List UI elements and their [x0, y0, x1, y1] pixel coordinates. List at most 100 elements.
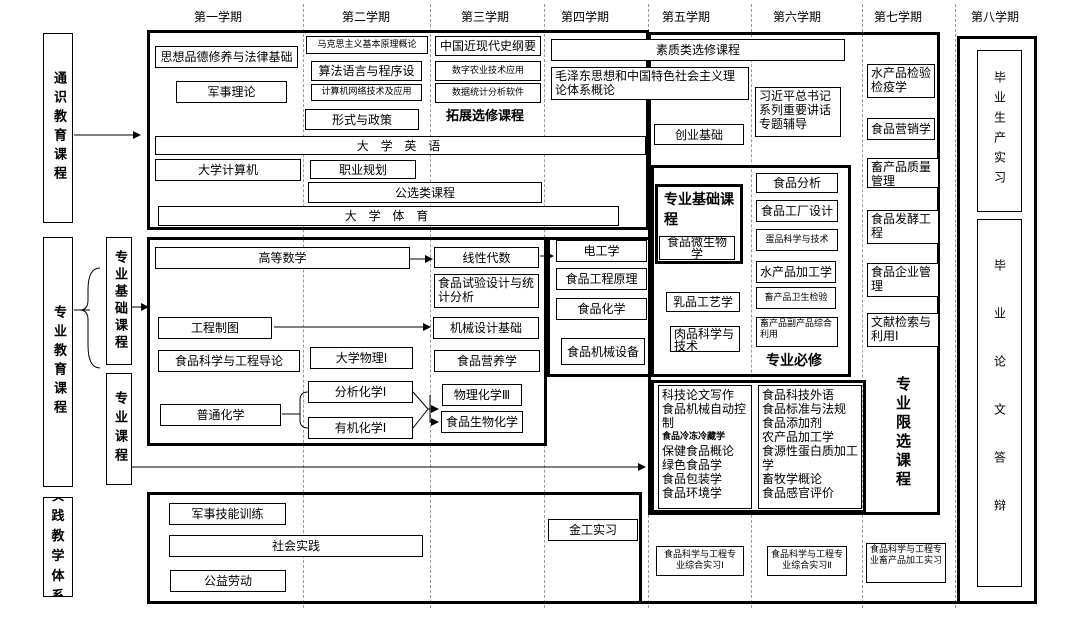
elective-item: 畜牧学概论 [762, 472, 823, 486]
course-jianyi: 水产品检验检疫学 [867, 64, 935, 98]
semester-6: 第六学期 [772, 10, 821, 24]
course-zhitu: 工程制图 [158, 317, 272, 339]
practice-junxun: 军事技能训练 [169, 503, 286, 525]
required-title: 专业必修 [766, 353, 822, 369]
basic-course-label: 专业基础课程 [106, 237, 132, 365]
course-gongxuan: 公选类课程 [308, 182, 542, 203]
course-xingshi: 形式与政策 [305, 109, 419, 130]
general-education-label: 通识教育课程 [43, 33, 73, 223]
practice-zonghe-3: 食品科学与工程专业畜产品加工实习 [866, 543, 946, 583]
basic-group-frame [147, 237, 547, 446]
course-weishengjianyan: 畜产品卫生检验 [756, 287, 836, 309]
divider [862, 4, 863, 608]
course-sixiang: 思想品德修养与法律基础 [155, 46, 298, 68]
course-zhiye: 职业规划 [310, 160, 416, 179]
major-course-label: 专业课程 [106, 373, 132, 485]
grad-thesis: 毕业论文答辩 [977, 219, 1022, 587]
elective-item: 食品机械自动控制 [662, 402, 747, 430]
divider [303, 4, 304, 608]
elective-item: 保健食品概论 [662, 444, 735, 458]
course-yingxiao: 食品营销学 [867, 118, 935, 140]
course-daolun: 食品科学与工程导论 [158, 350, 300, 372]
course-huaxue: 食品化学 [556, 298, 647, 320]
course-yingyu: 大 学 英 语 [155, 136, 646, 155]
course-xijinping: 习近平总书记系列重要讲话专题辅导 [755, 87, 841, 137]
practice-system-label: 实践教学体系 [43, 497, 73, 597]
elective-item: 食源性蛋白质加工学 [762, 444, 859, 472]
semester-5: 第五学期 [661, 10, 710, 24]
course-wuli: 大学物理Ⅰ [310, 347, 413, 369]
elective-title: 专业限选课程 [894, 376, 912, 490]
general-group-frame [147, 30, 649, 230]
course-wulihuaxue: 物理化学Ⅲ [442, 384, 522, 406]
course-gongchang: 食品工厂设计 [756, 200, 838, 222]
course-fenxi-sp: 食品分析 [756, 173, 838, 193]
course-rupin: 乳品工艺学 [666, 292, 740, 312]
course-junshi: 军事理论 [176, 81, 287, 103]
course-maozedong: 毛泽东思想和中国特色社会主义理论体系概论 [551, 67, 749, 100]
semester-3: 第三学期 [460, 10, 509, 24]
grad-internship: 毕业生产实习 [977, 50, 1022, 212]
expansion-elective-title: 拓展选修课程 [446, 109, 525, 124]
elective-item: 绿色食品学 [662, 458, 723, 472]
elective-item: 食品感官评价 [762, 486, 835, 500]
course-tiyu: 大 学 体 育 [158, 206, 619, 226]
course-fenxi: 分析化学Ⅰ [308, 381, 413, 403]
practice-zonghe-2: 食品科学与工程专业综合实习Ⅱ [767, 546, 847, 576]
divider [751, 4, 752, 608]
bottom-rule [147, 601, 1037, 604]
course-shuju: 数据统计分析软件 [435, 83, 541, 103]
elective-list-1: 科技论文写作 食品机械自动控制 食品冷冻冷藏学 保健食品概论 绿色食品学 食品包… [658, 385, 752, 509]
course-gaoshu: 高等数学 [155, 247, 410, 269]
course-weisheng: 食品微生物学 [659, 236, 735, 260]
course-gongcheng-yl: 食品工程原理 [556, 268, 647, 290]
elective-item: 食品环境学 [662, 486, 723, 500]
professional-education-label: 专业教育课程 [43, 237, 73, 487]
divider [430, 4, 431, 608]
course-jixieshebei: 食品机械设备 [561, 338, 645, 365]
course-dian: 电工学 [556, 240, 647, 262]
course-zhiliang: 畜产品质量管理 [867, 158, 939, 188]
course-makesi: 马克思主义基本原理概论 [306, 36, 428, 54]
course-jisuanji-wl: 计算机网络技术及应用 [311, 84, 422, 101]
course-suzhi: 素质类选修课程 [551, 39, 845, 61]
elective-item: 食品标准与法规 [762, 402, 847, 416]
elective-inner-frame [651, 380, 866, 513]
practice-jingong: 金工实习 [548, 519, 638, 541]
course-roupin: 肉品科学与技术 [670, 326, 740, 352]
elective-item: 食品科技外语 [762, 388, 835, 402]
elective-item: 食品包装学 [662, 472, 723, 486]
course-jixie: 机械设计基础 [433, 317, 539, 339]
course-shuzi: 数字农业技术应用 [435, 61, 541, 81]
course-wenxian: 文献检索与利用Ⅰ [867, 313, 939, 347]
elective-item: 食品冷冻冷藏学 [662, 432, 726, 442]
course-shengwu: 食品生物化学 [441, 411, 523, 433]
course-yingyang: 食品营养学 [434, 350, 540, 372]
course-danbai: 蛋品科学与技术 [756, 229, 838, 251]
course-putong: 普通化学 [160, 404, 281, 426]
practice-shehui: 社会实践 [169, 535, 423, 557]
divider [955, 4, 956, 608]
elective-item: 食品添加剂 [762, 416, 823, 430]
elective-item: 农产品加工学 [762, 430, 835, 444]
semester-8: 第八学期 [970, 10, 1019, 24]
semester-4: 第四学期 [560, 10, 609, 24]
course-fuchanpin: 畜产品副产品综合利用 [756, 317, 838, 347]
course-youji: 有机化学Ⅰ [308, 417, 413, 439]
course-suanfa: 算法语言与程序设 [311, 61, 422, 81]
course-qiye: 食品企业管理 [867, 263, 939, 297]
semester-7: 第七学期 [873, 10, 922, 24]
course-chuangye: 创业基础 [654, 124, 744, 145]
required-group-frame [651, 165, 851, 377]
course-fajiao: 食品发酵工程 [867, 210, 939, 244]
course-zhongguo: 中国近现代史纲要 [435, 36, 541, 56]
elective-item: 科技论文写作 [662, 388, 735, 402]
semester-2: 第二学期 [341, 10, 390, 24]
course-daxuejisuanji: 大学计算机 [155, 159, 301, 181]
course-shiyan: 食品试验设计与统计分析 [434, 274, 539, 308]
course-shuichan: 水产品加工学 [756, 261, 836, 283]
practice-zonghe-1: 食品科学与工程专业综合实习Ⅰ [656, 546, 744, 576]
semester-1: 第一学期 [193, 10, 242, 24]
elective-list-2: 食品科技外语 食品标准与法规 食品添加剂 农产品加工学 食源性蛋白质加工学 畜牧… [758, 385, 862, 509]
